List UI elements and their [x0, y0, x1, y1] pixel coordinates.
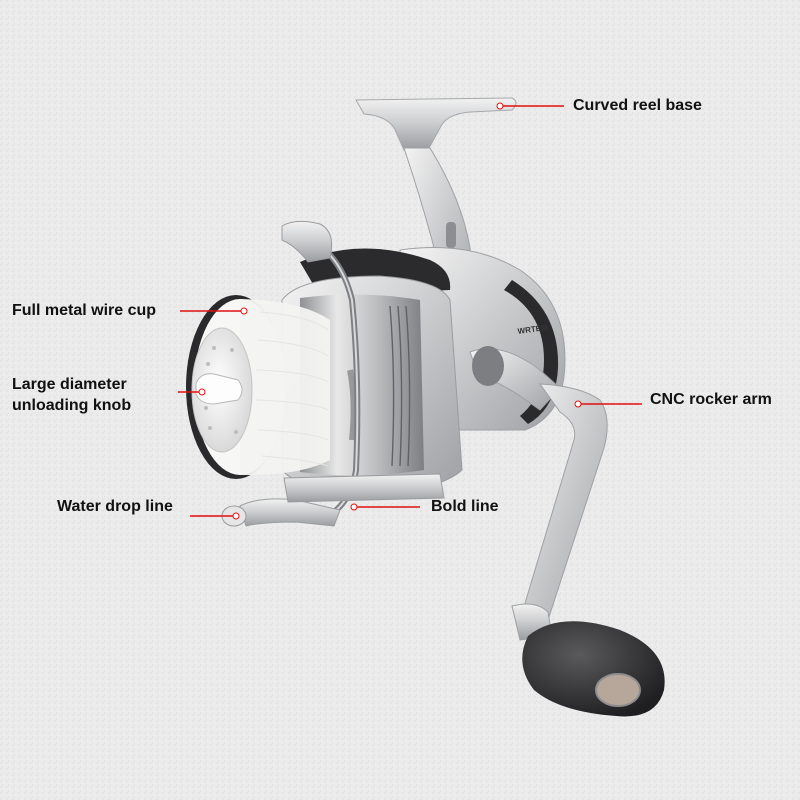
callout-large-diameter-line2: unloading knob: [12, 397, 132, 414]
cap-holes: [204, 346, 238, 434]
spool-grooves: [389, 305, 411, 467]
shaft-nut: [472, 346, 504, 386]
callout-curved-reel-base: Curved reel base: [573, 97, 702, 114]
callout-dots: [198, 102, 582, 520]
callout-lines: [178, 105, 642, 517]
unloading-knob: [195, 373, 243, 405]
callout-bold-line: Bold line: [431, 498, 499, 515]
bail-arm-top: [281, 220, 333, 263]
rotor-base: [283, 473, 445, 503]
callout-full-metal-wire-cup: Full metal wire cup: [12, 302, 157, 319]
line-wrap-side: [240, 299, 330, 476]
spool-print: [347, 369, 357, 441]
stem-slot: [446, 222, 456, 248]
callout-large-diameter-line1: Large diameter: [12, 376, 127, 393]
side-brand-text: WRTEM: [517, 323, 549, 336]
callout-water-drop-line: Water drop line: [57, 498, 173, 515]
reel-foot: [355, 97, 517, 151]
callout-cnc-rocker-arm: CNC rocker arm: [650, 391, 772, 408]
callout-large-diameter-unloading-knob: Large diameter unloading knob: [12, 374, 131, 416]
knob-cap: [595, 673, 641, 707]
bail-arm-bottom: [239, 498, 341, 527]
cnc-rocker-arm: [519, 383, 608, 621]
line-texture: [255, 311, 329, 467]
